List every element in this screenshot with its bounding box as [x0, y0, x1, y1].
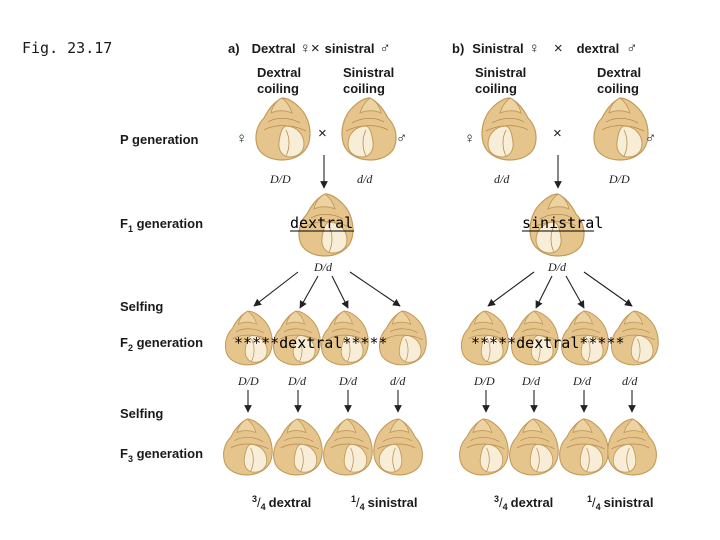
- genotype-f2-a2: D/d: [287, 374, 307, 388]
- genotype-f2-b3: D/d: [572, 374, 592, 388]
- shell-f3-a4-sinistral: [373, 418, 423, 476]
- genotype-p-b2: D/D: [608, 172, 630, 186]
- figure-label: Fig. 23.17: [22, 39, 112, 57]
- panel-b: b)Sinistral♀×dextral♂ Sinistral coiling …: [452, 40, 659, 512]
- genotype-p-a1: D/D: [269, 172, 291, 186]
- selfing-label-1: Selfing: [120, 299, 163, 314]
- genotype-p-b1: d/d: [494, 172, 510, 186]
- parent-b1-label-2: coiling: [475, 81, 517, 96]
- f2-generation-label: F2 generation: [120, 335, 203, 353]
- male-symbol-a: ♂: [396, 130, 407, 147]
- male-symbol-b: ♂: [645, 130, 656, 147]
- selfing-label-2: Selfing: [120, 406, 163, 421]
- shell-f3-a1: [223, 418, 273, 476]
- arrow-f1-f2-a1: [253, 271, 299, 307]
- parent-a1-label-2: coiling: [257, 81, 299, 96]
- genotype-f2-a3: D/d: [338, 374, 358, 388]
- genotype-f2-b4: d/d: [622, 374, 638, 388]
- genotype-f1-b: D/d: [547, 260, 567, 274]
- row-labels: P generation F1 generation Selfing F2 ge…: [120, 132, 203, 464]
- female-symbol-b: ♀: [464, 130, 475, 147]
- genotype-f2-b2: D/d: [521, 374, 541, 388]
- genotype-p-a2: d/d: [357, 172, 373, 186]
- f3-generation-label: F3 generation: [120, 446, 203, 464]
- f1-overlay-b: sinistral: [522, 214, 603, 232]
- parent-a2-label: Sinistral: [343, 65, 394, 80]
- shell-f3-b3: [559, 418, 609, 476]
- shell-f3-b1: [459, 418, 509, 476]
- parent-b2-label: Dextral: [597, 65, 641, 80]
- shell-p-a1: [255, 97, 311, 161]
- arrow-f1-f2-b4: [583, 271, 633, 307]
- p-generation-label: P generation: [120, 132, 199, 147]
- panel-a: a)Dextral♀×sinistral♂ Dextral coiling Si…: [223, 40, 427, 512]
- f2-overlay-a: *****dextral*****: [234, 334, 388, 352]
- parent-a1-label: Dextral: [257, 65, 301, 80]
- shell-f3-b2: [509, 418, 559, 476]
- genotype-f2-a1: D/D: [237, 374, 259, 388]
- arrow-f1-f2-b3: [565, 275, 585, 309]
- shell-f3-a3: [323, 418, 373, 476]
- arrow-f1-f2-b2: [535, 275, 553, 309]
- parent-b2-label-2: coiling: [597, 81, 639, 96]
- genotype-f2-a4: d/d: [390, 374, 406, 388]
- shell-f3-a2: [273, 418, 323, 476]
- parent-a2-label-2: coiling: [343, 81, 385, 96]
- shell-p-a2: [341, 97, 397, 161]
- p-cross-symbol-a: ×: [318, 125, 327, 142]
- shell-f3-b4-sinistral: [607, 418, 657, 476]
- arrow-f1-f2-a4: [349, 271, 401, 307]
- arrow-f1-f2-a2: [299, 275, 319, 309]
- arrow-f1-f2-a3: [331, 275, 349, 309]
- panel-b-header: b)Sinistral♀×dextral♂: [452, 40, 637, 57]
- arrow-f1-f2-b1: [487, 271, 535, 307]
- shell-p-b1: [481, 97, 537, 161]
- shell-p-b2: [593, 97, 649, 161]
- f1-generation-label: F1 generation: [120, 216, 203, 234]
- panel-a-header: a)Dextral♀×sinistral♂: [228, 40, 391, 57]
- f1-overlay-a: dextral: [290, 214, 353, 232]
- parent-b1-label: Sinistral: [475, 65, 526, 80]
- female-symbol-a: ♀: [236, 130, 247, 147]
- f2-overlay-b: *****dextral*****: [471, 334, 625, 352]
- genotype-f1-a: D/d: [313, 260, 333, 274]
- p-cross-symbol-b: ×: [553, 125, 562, 142]
- genotype-f2-b1: D/D: [473, 374, 495, 388]
